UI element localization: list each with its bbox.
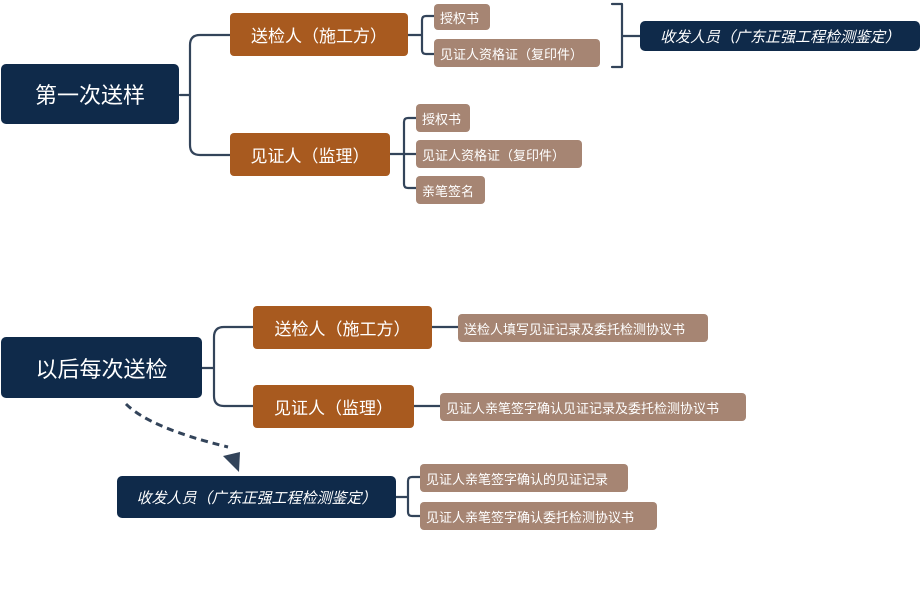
leaf-signature-1b: 亲笔签名	[416, 176, 485, 204]
leaf-confirmed-agreement: 见证人亲笔签字确认委托检测协议书	[420, 502, 657, 530]
root-node-subsequent: 以后每次送检	[1, 337, 202, 398]
leaf-authorization-1b: 授权书	[416, 104, 470, 132]
leaf-authorization-1a: 授权书	[434, 4, 490, 30]
branch-node-witness-1: 见证人（监理）	[230, 133, 390, 176]
connector-root2-branches	[200, 325, 255, 408]
branch-node-sender-1: 送检人（施工方）	[230, 13, 408, 56]
connector-root1-branches	[178, 33, 232, 157]
branch-node-sender-2: 送检人（施工方）	[253, 306, 432, 349]
root-node-first-sample: 第一次送样	[1, 64, 179, 124]
leaf-sender-fills-2: 送检人填写见证记录及委托检测协议书	[458, 314, 708, 342]
connector-branch1a-items	[406, 14, 436, 56]
leaf-confirmed-record: 见证人亲笔签字确认的见证记录	[420, 464, 628, 492]
leaf-witness-signs-2: 见证人亲笔签字确认见证记录及委托检测协议书	[440, 393, 746, 421]
arrow-head-icon	[223, 452, 240, 472]
receiver-node-2: 收发人员（广东正强工程检测鉴定）	[117, 476, 396, 518]
connector-bracket	[610, 2, 642, 69]
dashed-arrow	[124, 402, 229, 449]
receiver-node-1: 收发人员（广东正强工程检测鉴定）	[640, 21, 920, 51]
branch-node-witness-2: 见证人（监理）	[253, 385, 414, 428]
leaf-certificate-1a: 见证人资格证（复印件）	[434, 39, 600, 67]
connector-receiver2-items	[394, 475, 422, 518]
connector-branch1b-items	[388, 116, 418, 190]
leaf-certificate-1b: 见证人资格证（复印件）	[416, 140, 582, 168]
